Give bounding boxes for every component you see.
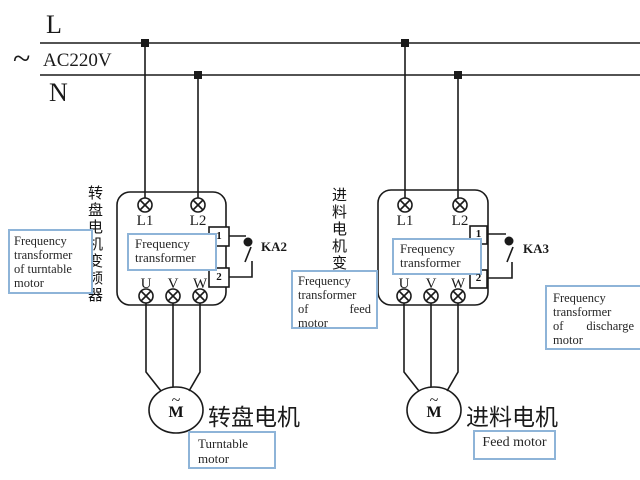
right-vertical-cn-label: 进 料 电 机 变 (331, 188, 347, 272)
port1-label-left: 1 (216, 230, 222, 242)
terminal-label-v-left: V (167, 276, 179, 292)
turntable-motor-cn-label: 转盘电机 (208, 405, 300, 431)
ka2-contact-blade (244, 246, 252, 263)
voltage-label: AC220V (43, 50, 112, 71)
left-transformer-box (116, 191, 227, 306)
right-transformer-box (377, 189, 489, 306)
ka3-contact-dot (504, 236, 514, 246)
right-device-label-box: Frequency transformer (392, 238, 482, 275)
relay-label-ka3: KA3 (523, 241, 549, 256)
wire-u-left (145, 303, 162, 392)
feed-motor-callout: Feed motor (473, 430, 556, 460)
terminal-label-u-right: U (398, 276, 410, 292)
terminal-label-w-left: W (193, 276, 208, 292)
port1-label-right: 1 (475, 228, 482, 240)
terminal-l1-left-icon (137, 197, 153, 213)
feed-motor-ac-symbol: ~ (429, 392, 439, 409)
turntable-motor-callout: Turntable motor (188, 431, 276, 469)
terminal-label-l2-right: L2 (451, 213, 469, 229)
ka2-lower-wire (229, 261, 253, 278)
ka2-contact-dot (243, 237, 253, 247)
turntable-motor-m-symbol: M (168, 404, 184, 421)
terminal-label-l1-right: L1 (396, 213, 414, 229)
ka3-contact-blade (506, 246, 514, 263)
terminal-label-w-right: W (451, 276, 466, 292)
terminal-l1-right-icon (397, 197, 413, 213)
ka3-lower-wire (487, 262, 513, 279)
turntable-motor-ac-symbol: ~ (171, 392, 181, 409)
turntable-transformer-callout: Frequency transformer of turntable motor (8, 229, 93, 294)
left-device-label-box: Frequency transformer (127, 233, 217, 271)
port2-label-left: 2 (216, 271, 222, 283)
discharge-transformer-callout: Frequency transformer of discharge motor (545, 285, 640, 350)
wire-w-left (188, 303, 201, 392)
port2-label-right: 2 (475, 272, 482, 284)
neutral-label: N (49, 78, 68, 107)
turntable-motor-circle (148, 386, 204, 434)
wire-w-right (446, 303, 459, 392)
terminal-label-u-left: U (140, 276, 152, 292)
terminal-label-l1-left: L1 (136, 213, 154, 229)
feed-motor-m-symbol: M (426, 404, 442, 421)
feed-transformer-callout: Frequency transformer of feed motor (291, 270, 378, 330)
wire-u-right (403, 303, 420, 392)
feed-motor-cn-label: 进料电机 (466, 405, 558, 431)
terminal-label-l2-left: L2 (189, 213, 207, 229)
phase-label: L (46, 10, 62, 39)
terminal-label-v-right: V (425, 276, 437, 292)
terminal-l2-left-icon (190, 197, 206, 213)
relay-label-ka2: KA2 (261, 239, 287, 254)
terminal-l2-right-icon (452, 197, 468, 213)
feed-motor-circle (406, 386, 462, 434)
ac-symbol: ~ (13, 40, 31, 76)
